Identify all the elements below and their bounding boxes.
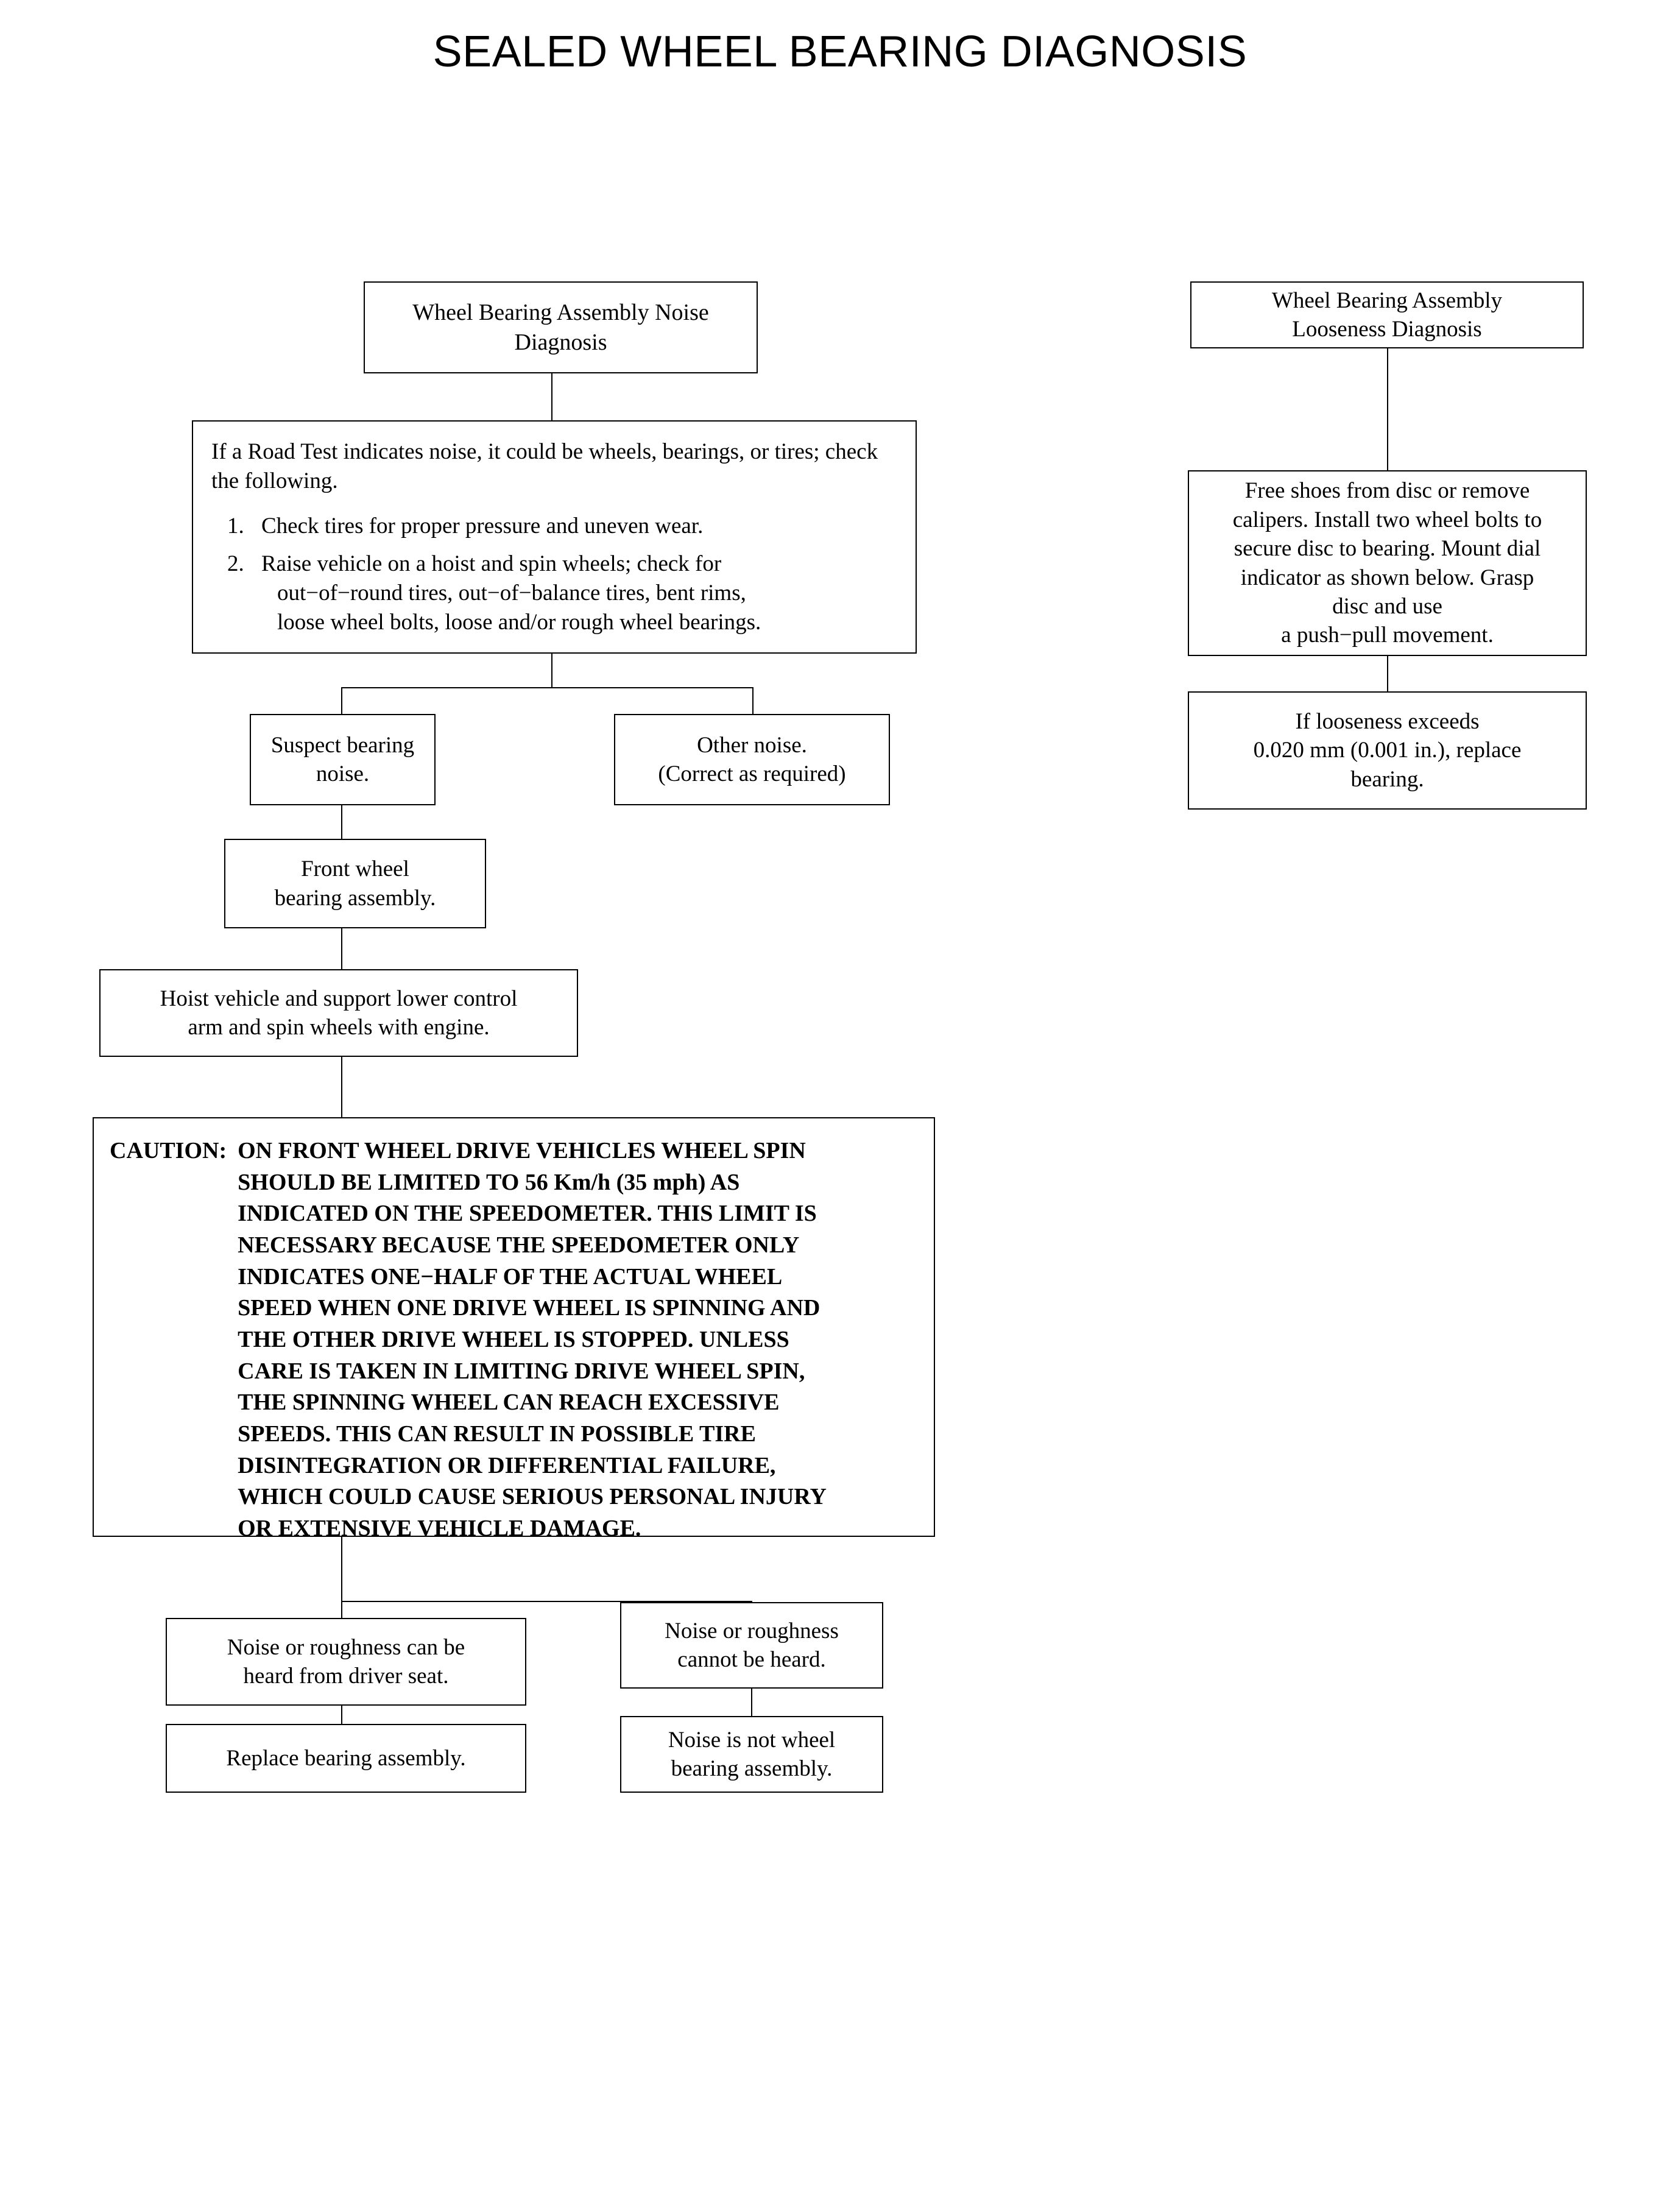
procedure-line: indicator as shown below. Grasp — [1240, 565, 1534, 590]
connector-suspect-to-front-wheel — [341, 805, 342, 839]
step-number: 2. — [227, 551, 244, 577]
node-label: If looseness exceeds 0.020 mm (0.001 in.… — [1196, 707, 1578, 794]
connector-looseness-start-to-procedure — [1387, 348, 1388, 470]
road-test-intro: If a Road Test indicates noise, it could… — [211, 439, 878, 494]
caution-body: ON FRONT WHEEL DRIVE VEHICLES WHEEL SPIN… — [238, 1135, 919, 1545]
node-free-shoes-procedure[interactable]: Free shoes from disc or remove calipers.… — [1188, 470, 1587, 656]
caution-line: WHICH COULD CAUSE SERIOUS PERSONAL INJUR… — [238, 1484, 827, 1510]
step-line: out−of−round tires, out−of−balance tires… — [277, 581, 746, 606]
caution-line: DISINTEGRATION OR DIFFERENTIAL FAILURE, — [238, 1452, 776, 1478]
procedure-line: secure disc to bearing. Mount dial — [1234, 536, 1541, 562]
caution-line: OR EXTENSIVE VEHICLE DAMAGE. — [238, 1516, 641, 1542]
connector-front-wheel-to-hoist — [341, 928, 342, 970]
node-replace-bearing-assembly[interactable]: Replace bearing assembly. — [166, 1724, 526, 1793]
road-test-step-list: 1. Check tires for proper pressure and u… — [211, 512, 897, 637]
caution-line: SHOULD BE LIMITED TO 56 Km/h (35 mph) AS — [238, 1169, 740, 1195]
node-label: Other noise.(Correct as required) — [658, 732, 846, 786]
caution-label: CAUTION: — [110, 1138, 227, 1163]
caution-line: THE OTHER DRIVE WHEEL IS STOPPED. UNLESS — [238, 1327, 789, 1353]
caution-line: SPEEDS. THIS CAN RESULT IN POSSIBLE TIRE — [238, 1421, 756, 1447]
node-looseness-tolerance-result[interactable]: If looseness exceeds 0.020 mm (0.001 in.… — [1188, 691, 1587, 810]
node-label: Replace bearing assembly. — [226, 1745, 466, 1771]
connector-road-test-drop — [551, 654, 552, 688]
connector-road-test-split-bar — [341, 687, 754, 688]
node-road-test-checklist[interactable]: If a Road Test indicates noise, it could… — [192, 420, 917, 654]
caution-line: ON FRONT WHEEL DRIVE VEHICLES WHEEL SPIN — [238, 1138, 806, 1163]
procedure-line: Free shoes from disc or remove — [1244, 478, 1530, 504]
page-title: SEALED WHEEL BEARING DIAGNOSIS — [432, 27, 1248, 76]
procedure-line: disc and use — [1332, 593, 1442, 619]
caution-line: THE SPINNING WHEEL CAN REACH EXCESSIVE — [238, 1389, 780, 1416]
procedure-line: a push−pull movement. — [1281, 623, 1494, 648]
step-line: loose wheel bolts, loose and/or rough wh… — [277, 610, 761, 635]
result-line: bearing. — [1350, 766, 1424, 792]
road-test-step: 2. Raise vehicle on a hoist and spin whe… — [211, 549, 897, 637]
caution-line: INDICATED ON THE SPEEDOMETER. THIS LIMIT… — [238, 1201, 817, 1227]
connector-not-heard-to-not-wheel-bearing — [751, 1689, 752, 1717]
result-line: If looseness exceeds — [1295, 708, 1480, 734]
node-label: Free shoes from disc or remove calipers.… — [1196, 476, 1578, 649]
node-caution-warning[interactable]: CAUTION: ON FRONT WHEEL DRIVE VEHICLES W… — [93, 1117, 935, 1541]
caution-line: INDICATES ONE−HALF OF THE ACTUAL WHEEL — [238, 1263, 783, 1290]
connector-to-suspect-bearing-noise — [341, 687, 342, 715]
road-test-step: 1. Check tires for proper pressure and u… — [211, 512, 897, 541]
connector-to-other-noise — [752, 687, 754, 715]
caution-line: NECESSARY BECAUSE THE SPEEDOMETER ONLY — [238, 1232, 800, 1259]
connector-caution-drop — [341, 1537, 342, 1618]
connector-hoist-to-caution — [341, 1057, 342, 1117]
result-line: 0.020 mm (0.001 in.), replace — [1253, 738, 1522, 763]
connector-noise-start-to-road-test — [551, 373, 552, 420]
caution-line: SPEED WHEN ONE DRIVE WHEEL IS SPINNING A… — [238, 1295, 821, 1321]
connector-procedure-to-result — [1387, 656, 1388, 691]
connector-noise-heard-to-replace — [341, 1706, 342, 1725]
caution-line: CARE IS TAKEN IN LIMITING DRIVE WHEEL SP… — [238, 1358, 805, 1384]
procedure-line: calipers. Install two wheel bolts to — [1232, 507, 1542, 532]
node-other-noise[interactable]: Other noise.(Correct as required) — [614, 714, 890, 805]
step-number: 1. — [227, 514, 244, 539]
step-line: Check tires for proper pressure and unev… — [261, 514, 704, 539]
connector-caution-split-bar — [341, 1601, 752, 1602]
step-line: Raise vehicle on a hoist and spin wheels… — [261, 551, 722, 577]
